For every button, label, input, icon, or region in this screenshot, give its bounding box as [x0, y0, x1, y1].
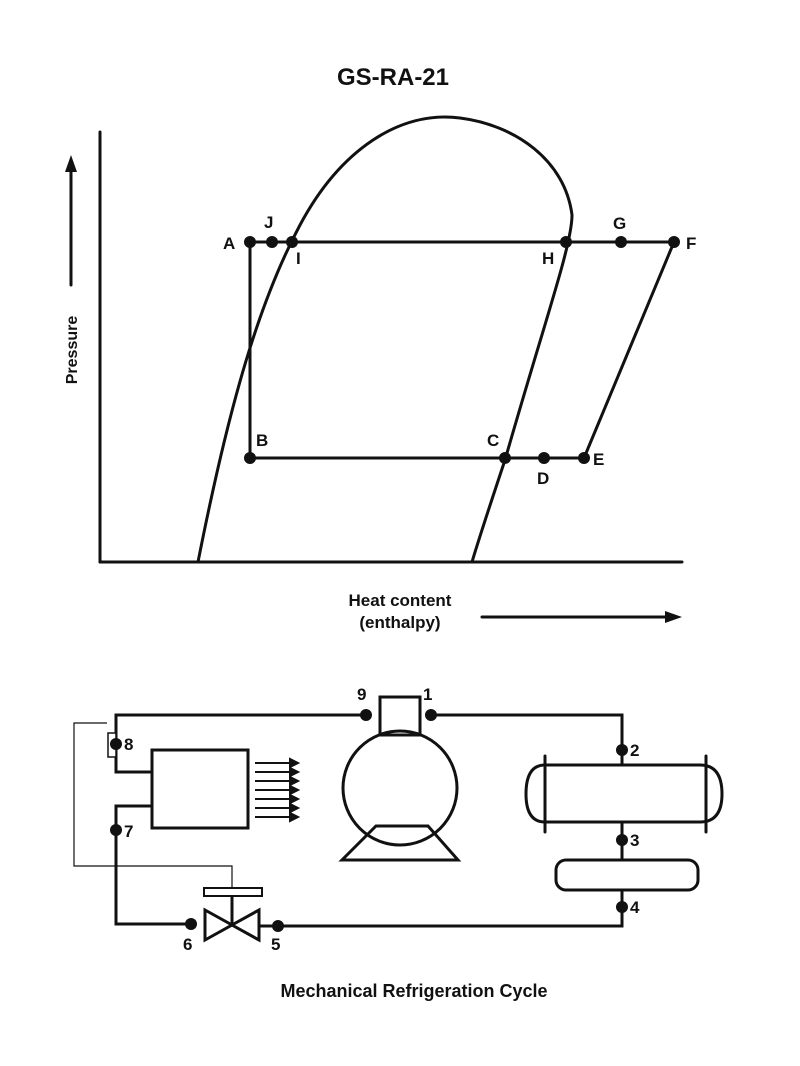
cycle-diagram: 1 2 3 4 5 6 7 8 9 Mechanical Refrigerati…	[73, 685, 724, 1001]
cycle-point-4-dot	[616, 901, 628, 913]
point-b-label: B	[256, 431, 268, 450]
cycle-points	[110, 709, 628, 932]
compressor-head	[378, 695, 422, 737]
capillary-tube	[73, 722, 233, 893]
cycle-point-7-dot	[110, 824, 122, 836]
expansion-valve-left	[203, 907, 236, 943]
point-a-label: A	[223, 234, 235, 253]
point-j-label: J	[264, 213, 273, 232]
cycle-point-1-dot	[425, 709, 437, 721]
ph-diagram: Pressure Heat content (enthalpy)	[64, 115, 696, 632]
receiver-tank	[554, 858, 700, 892]
compressor-body	[341, 729, 459, 847]
compression-line	[582, 240, 676, 460]
point-f-dot	[668, 236, 680, 248]
y-axis-arrow-head	[65, 155, 77, 172]
suction-line	[114, 713, 370, 774]
point-h-dot	[560, 236, 572, 248]
cycle-point-8-dot	[110, 738, 122, 750]
cycle-point-1-label: 1	[423, 685, 432, 704]
cycle-point-7-label: 7	[124, 822, 133, 841]
cycle-point-9-label: 9	[357, 685, 366, 704]
point-h-label: H	[542, 249, 554, 268]
y-axis-label: Pressure	[64, 316, 81, 385]
cycle-point-5-label: 5	[271, 935, 280, 954]
cycle-point-6-label: 6	[183, 935, 192, 954]
expansion-valve-diaphragm	[203, 887, 263, 897]
point-e-dot	[578, 452, 590, 464]
airflow-arrows	[255, 757, 301, 823]
x-axis-arrow-head	[665, 611, 682, 623]
point-c-dot	[499, 452, 511, 464]
liquid-line	[259, 888, 624, 928]
evaporator-inlet-line	[114, 804, 192, 926]
condenser	[524, 763, 724, 824]
cycle-point-2-label: 2	[630, 741, 639, 760]
cycle-point-4-label: 4	[630, 898, 640, 917]
point-j-dot	[266, 236, 278, 248]
point-g-dot	[615, 236, 627, 248]
point-i-label: I	[296, 249, 301, 268]
point-d-dot	[538, 452, 550, 464]
x-axis-label-line2: (enthalpy)	[359, 613, 440, 632]
cycle-point-8-label: 8	[124, 735, 133, 754]
discharge-line	[428, 713, 624, 767]
point-a-dot	[244, 236, 256, 248]
compressor-base	[338, 824, 462, 862]
point-f-label: F	[686, 234, 696, 253]
point-c-label: C	[487, 431, 499, 450]
cycle-point-2-dot	[616, 744, 628, 756]
cycle-point-3-label: 3	[630, 831, 639, 850]
evaporator-coil	[150, 748, 250, 830]
point-i-dot	[286, 236, 298, 248]
point-d-label: D	[537, 469, 549, 488]
point-g-label: G	[613, 214, 626, 233]
cycle-point-5-dot	[272, 920, 284, 932]
expansion-valve-right	[228, 907, 261, 943]
cycle-caption: Mechanical Refrigeration Cycle	[280, 981, 547, 1001]
point-b-dot	[244, 452, 256, 464]
page-title: GS-RA-21	[337, 64, 449, 91]
cycle-point-9-dot	[360, 709, 372, 721]
saturation-dome	[196, 115, 574, 564]
cycle-point-6-dot	[185, 918, 197, 930]
x-axis-label-line1: Heat content	[349, 591, 452, 610]
cycle-point-3-dot	[616, 834, 628, 846]
ph-points	[244, 236, 680, 464]
point-e-label: E	[593, 450, 604, 469]
